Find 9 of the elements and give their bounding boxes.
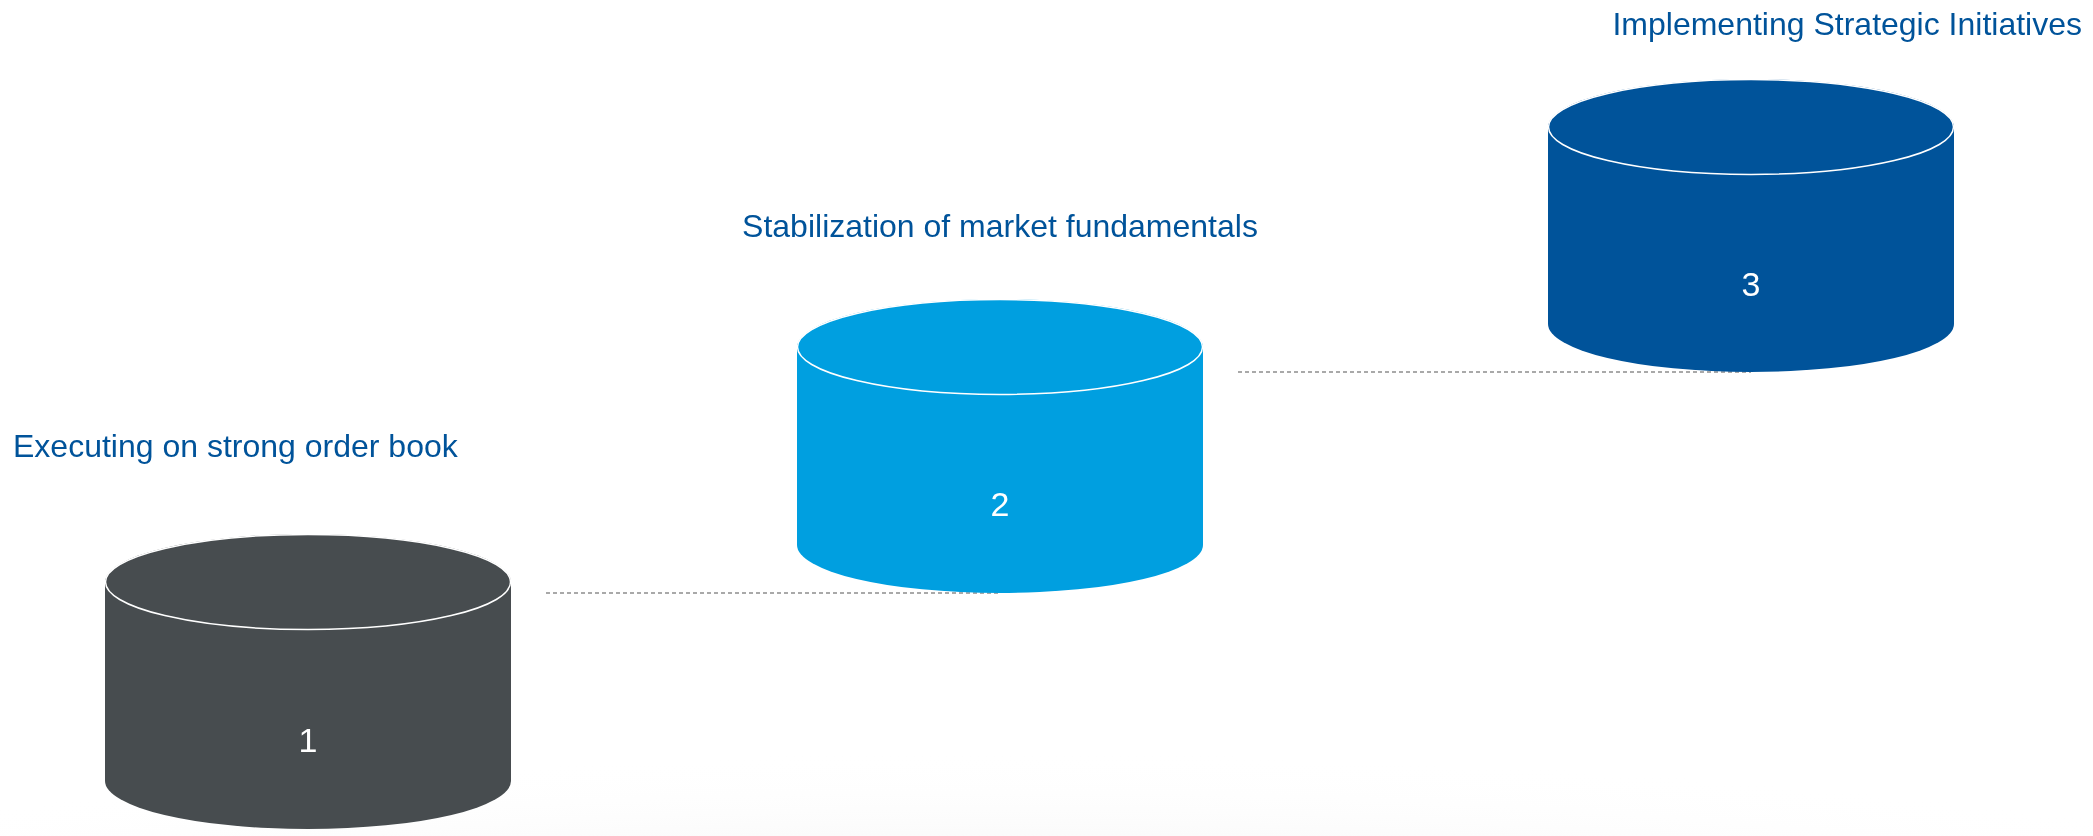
step-number: 1 xyxy=(298,720,318,759)
step-number: 2 xyxy=(990,484,1010,524)
cylinder-shape xyxy=(105,534,511,829)
step-heading: Executing on strong order book xyxy=(13,428,458,465)
step-heading: Stabilization of market fundamentals xyxy=(742,208,1258,245)
step-number: 3 xyxy=(1741,264,1761,303)
step-heading: Implementing Strategic Initiatives xyxy=(1612,6,2082,43)
cylinder-shape xyxy=(797,299,1203,593)
cylinder-shape xyxy=(1548,79,1954,372)
